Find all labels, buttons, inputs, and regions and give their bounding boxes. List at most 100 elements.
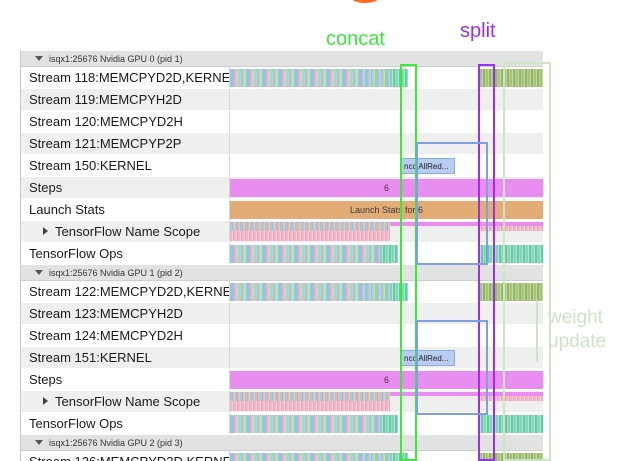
trace-track[interactable] xyxy=(229,391,543,412)
chevron-down-icon[interactable] xyxy=(35,440,43,445)
annotation-split: split xyxy=(460,20,496,42)
trace-row[interactable]: Stream 119:MEMCPYH2D xyxy=(21,89,543,111)
trace-track[interactable] xyxy=(229,221,543,242)
trace-row-label: Stream 150:KERNEL xyxy=(21,158,229,173)
trace-segment[interactable] xyxy=(365,283,390,301)
group-header-gpu-1[interactable]: isqx1:25676 Nvidia GPU 1 (pid 2) xyxy=(21,265,543,281)
trace-segment[interactable] xyxy=(390,69,408,87)
trace-row[interactable]: Stream 126:MEMCPYD2D,KERNEL,MI xyxy=(21,451,543,461)
annotation-weight-line1: weight xyxy=(548,307,603,328)
trace-segment[interactable] xyxy=(390,453,408,461)
orange-title-fragment xyxy=(352,0,378,3)
trace-track[interactable] xyxy=(229,303,543,324)
nccl-allreduce-block[interactable]: ncclAllRed... xyxy=(400,350,455,366)
launch-stats-bar[interactable]: Launch Stats for 6 xyxy=(230,201,543,219)
trace-row-label-text: TensorFlow Name Scope xyxy=(55,394,201,409)
trace-row-label-text: TensorFlow Ops xyxy=(29,416,123,431)
trace-row-label: TensorFlow Name Scope xyxy=(21,394,229,409)
group-title: isqx1:25676 Nvidia GPU 0 (pid 1) xyxy=(49,53,183,64)
trace-track[interactable]: ncclAllRed... xyxy=(229,347,543,368)
trace-track[interactable] xyxy=(229,281,543,302)
trace-row-label-text: Stream 126:MEMCPYD2D,KERNEL,MI xyxy=(29,454,229,461)
trace-row[interactable]: TensorFlow Name Scope xyxy=(21,391,543,413)
trace-track[interactable] xyxy=(229,89,543,110)
trace-row-label-text: Stream 124:MEMCPYD2H xyxy=(29,328,183,343)
trace-track[interactable] xyxy=(229,451,543,461)
trace-row[interactable]: Steps 6 xyxy=(21,177,543,199)
trace-panel[interactable]: isqx1:25676 Nvidia GPU 0 (pid 1) Stream 1… xyxy=(20,51,543,461)
chevron-right-icon[interactable] xyxy=(43,397,48,405)
trace-track[interactable]: 6 xyxy=(229,177,543,198)
trace-row-label-text: TensorFlow Ops xyxy=(29,246,123,261)
trace-row[interactable]: Stream 124:MEMCPYD2H xyxy=(21,325,543,347)
trace-track[interactable] xyxy=(229,243,543,264)
trace-segment[interactable] xyxy=(478,396,543,401)
trace-row[interactable]: Stream 123:MEMCPYH2D xyxy=(21,303,543,325)
trace-row[interactable]: TensorFlow Ops xyxy=(21,413,543,435)
trace-segment[interactable] xyxy=(230,453,365,461)
trace-segment[interactable] xyxy=(390,283,408,301)
trace-row-label: Stream 123:MEMCPYH2D xyxy=(21,306,229,321)
steps-bar[interactable]: 6 xyxy=(230,179,543,197)
trace-segment[interactable] xyxy=(380,245,398,263)
annotation-weight-update: weight update xyxy=(548,306,606,354)
chevron-down-icon[interactable] xyxy=(35,270,43,275)
chevron-right-icon[interactable] xyxy=(43,227,48,235)
trace-segment[interactable] xyxy=(230,392,390,401)
trace-segment[interactable] xyxy=(230,231,390,241)
trace-segment[interactable] xyxy=(390,392,543,396)
trace-track[interactable]: ncclAllRed... xyxy=(229,155,543,176)
trace-row-label-text: TensorFlow Name Scope xyxy=(55,224,201,239)
trace-segment[interactable] xyxy=(480,453,543,461)
trace-track[interactable] xyxy=(229,133,543,154)
trace-segment[interactable] xyxy=(365,453,390,461)
trace-segment[interactable] xyxy=(365,69,390,87)
trace-row-label: TensorFlow Name Scope xyxy=(21,224,229,239)
trace-segment[interactable] xyxy=(480,283,543,301)
trace-row[interactable]: Stream 121:MEMCPYP2P xyxy=(21,133,543,155)
trace-segment[interactable] xyxy=(230,245,380,263)
trace-row[interactable]: Steps 6 xyxy=(21,369,543,391)
trace-segment[interactable] xyxy=(230,401,390,411)
steps-bar[interactable]: 6 xyxy=(230,371,543,389)
trace-track[interactable]: Launch Stats for 6 xyxy=(229,199,543,220)
trace-row[interactable]: TensorFlow Ops xyxy=(21,243,543,265)
trace-track[interactable]: 6 xyxy=(229,369,543,390)
trace-row-label: Stream 121:MEMCPYP2P xyxy=(21,136,229,151)
trace-segment[interactable] xyxy=(478,415,543,433)
nccl-allreduce-block[interactable]: ncclAllRed... xyxy=(400,158,455,174)
trace-row[interactable]: Stream 151:KERNEL ncclAllRed... xyxy=(21,347,543,369)
trace-row-label-text: Steps xyxy=(29,180,63,195)
trace-row[interactable]: TensorFlow Name Scope xyxy=(21,221,543,243)
trace-segment[interactable] xyxy=(380,415,398,433)
trace-row[interactable]: Stream 122:MEMCPYD2D,KERNEL,MI xyxy=(21,281,543,303)
trace-track[interactable] xyxy=(229,325,543,346)
trace-track[interactable] xyxy=(229,67,543,88)
annotation-concat: concat xyxy=(326,28,385,50)
trace-row-label-text: Steps xyxy=(29,372,63,387)
trace-segment[interactable] xyxy=(478,245,543,263)
trace-row[interactable]: Stream 118:MEMCPYD2D,KERNEL,ME xyxy=(21,67,543,89)
trace-row-label: Launch Stats xyxy=(21,202,229,217)
chevron-down-icon[interactable] xyxy=(35,56,43,61)
trace-segment[interactable] xyxy=(230,283,365,301)
trace-row-label-text: Stream 118:MEMCPYD2D,KERNEL,ME xyxy=(29,70,229,85)
trace-row[interactable]: Stream 120:MEMCPYD2H xyxy=(21,111,543,133)
trace-segment[interactable] xyxy=(230,69,365,87)
trace-row[interactable]: Stream 150:KERNEL ncclAllRed... xyxy=(21,155,543,177)
group-title: isqx1:25676 Nvidia GPU 2 (pid 3) xyxy=(49,437,183,448)
trace-segment[interactable] xyxy=(390,222,543,226)
trace-track[interactable] xyxy=(229,111,543,132)
steps-bar-label: 6 xyxy=(383,183,389,193)
group-header-gpu-0[interactable]: isqx1:25676 Nvidia GPU 0 (pid 1) xyxy=(21,51,543,67)
trace-track[interactable] xyxy=(229,413,543,434)
trace-segment[interactable] xyxy=(478,226,543,231)
trace-segment[interactable] xyxy=(230,222,390,231)
trace-segment[interactable] xyxy=(480,69,543,87)
trace-row-label: Stream 151:KERNEL xyxy=(21,350,229,365)
trace-row-label: Stream 122:MEMCPYD2D,KERNEL,MI xyxy=(21,284,229,299)
group-header-gpu-2[interactable]: isqx1:25676 Nvidia GPU 2 (pid 3) xyxy=(21,435,543,451)
trace-segment[interactable] xyxy=(230,415,380,433)
